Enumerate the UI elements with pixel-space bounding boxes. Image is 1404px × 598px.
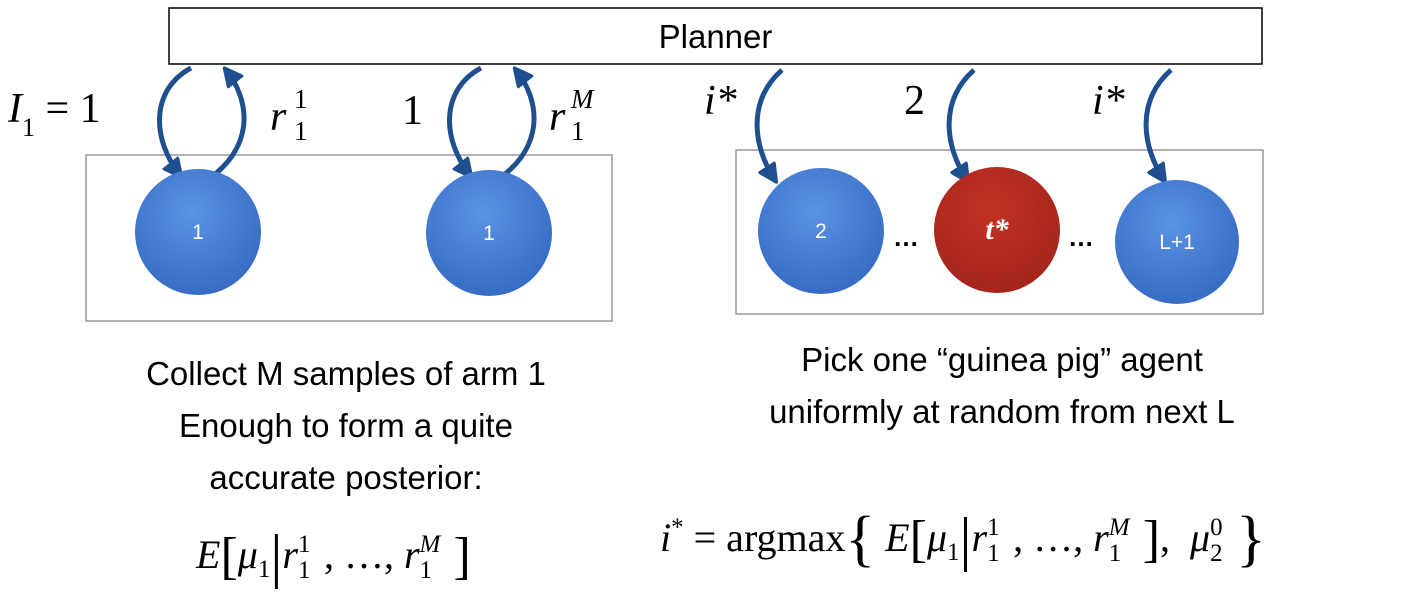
node-arm-1-a bbox=[135, 169, 261, 295]
node-agent-2-label: 2 bbox=[815, 219, 827, 243]
right-arm-label-2: 2 bbox=[904, 78, 925, 124]
ellipsis-right: … bbox=[1068, 222, 1095, 252]
left-caption: Collect M samples of arm 1 Enough to for… bbox=[46, 348, 646, 504]
left-reward-label-1: r bbox=[270, 94, 287, 140]
node-agent-2 bbox=[758, 168, 884, 294]
left-group-box bbox=[85, 154, 613, 322]
left-reward-2-sup: M bbox=[571, 84, 594, 114]
right-caption: Pick one “guinea pig” agent uniformly at… bbox=[692, 334, 1312, 438]
node-agent-t bbox=[934, 167, 1060, 293]
left-caption-line-2: Enough to form a quite bbox=[179, 407, 513, 444]
right-arm-label-1: i* bbox=[704, 78, 737, 124]
node-arm-1-a-label: 1 bbox=[192, 220, 204, 244]
arrow-planner-to-node-2-right bbox=[754, 68, 784, 180]
right-group-box bbox=[735, 149, 1264, 315]
node-arm-1-b-label: 1 bbox=[483, 221, 495, 245]
arrow-planner-to-node-2 bbox=[447, 65, 483, 175]
planner-label: Planner bbox=[658, 17, 773, 55]
arrow-planner-to-node-L1 bbox=[1143, 68, 1173, 180]
arrow-node-2-to-planner bbox=[498, 70, 537, 181]
node-agent-t-label: t* bbox=[985, 213, 1009, 246]
left-reward-label-2: r bbox=[549, 94, 566, 140]
left-caption-line-3: accurate posterior: bbox=[209, 459, 483, 496]
right-arm-label-3: i* bbox=[1092, 78, 1125, 124]
left-reward-1-sub: 1 bbox=[294, 116, 308, 146]
right-caption-line-1: Pick one “guinea pig” agent bbox=[801, 341, 1203, 378]
left-arm-label-2: 1 bbox=[402, 88, 423, 134]
node-agent-L1-label: L+1 bbox=[1159, 230, 1195, 254]
arrow-planner-to-node-t bbox=[946, 68, 976, 180]
ellipsis-left: … bbox=[893, 222, 920, 252]
right-caption-line-2: uniformly at random from next L bbox=[769, 393, 1235, 430]
left-reward-1-sup: 1 bbox=[294, 84, 308, 114]
arrow-node-1-to-planner bbox=[208, 70, 247, 181]
left-reward-2-sub: 1 bbox=[571, 116, 585, 146]
node-arm-1-b bbox=[426, 170, 552, 296]
arrow-planner-to-node-1 bbox=[157, 65, 193, 175]
left-arm-label-1: I1 = 1 bbox=[8, 86, 101, 142]
node-agent-L1 bbox=[1115, 180, 1239, 304]
planner-box bbox=[168, 7, 1263, 65]
left-caption-line-1: Collect M samples of arm 1 bbox=[146, 355, 546, 392]
